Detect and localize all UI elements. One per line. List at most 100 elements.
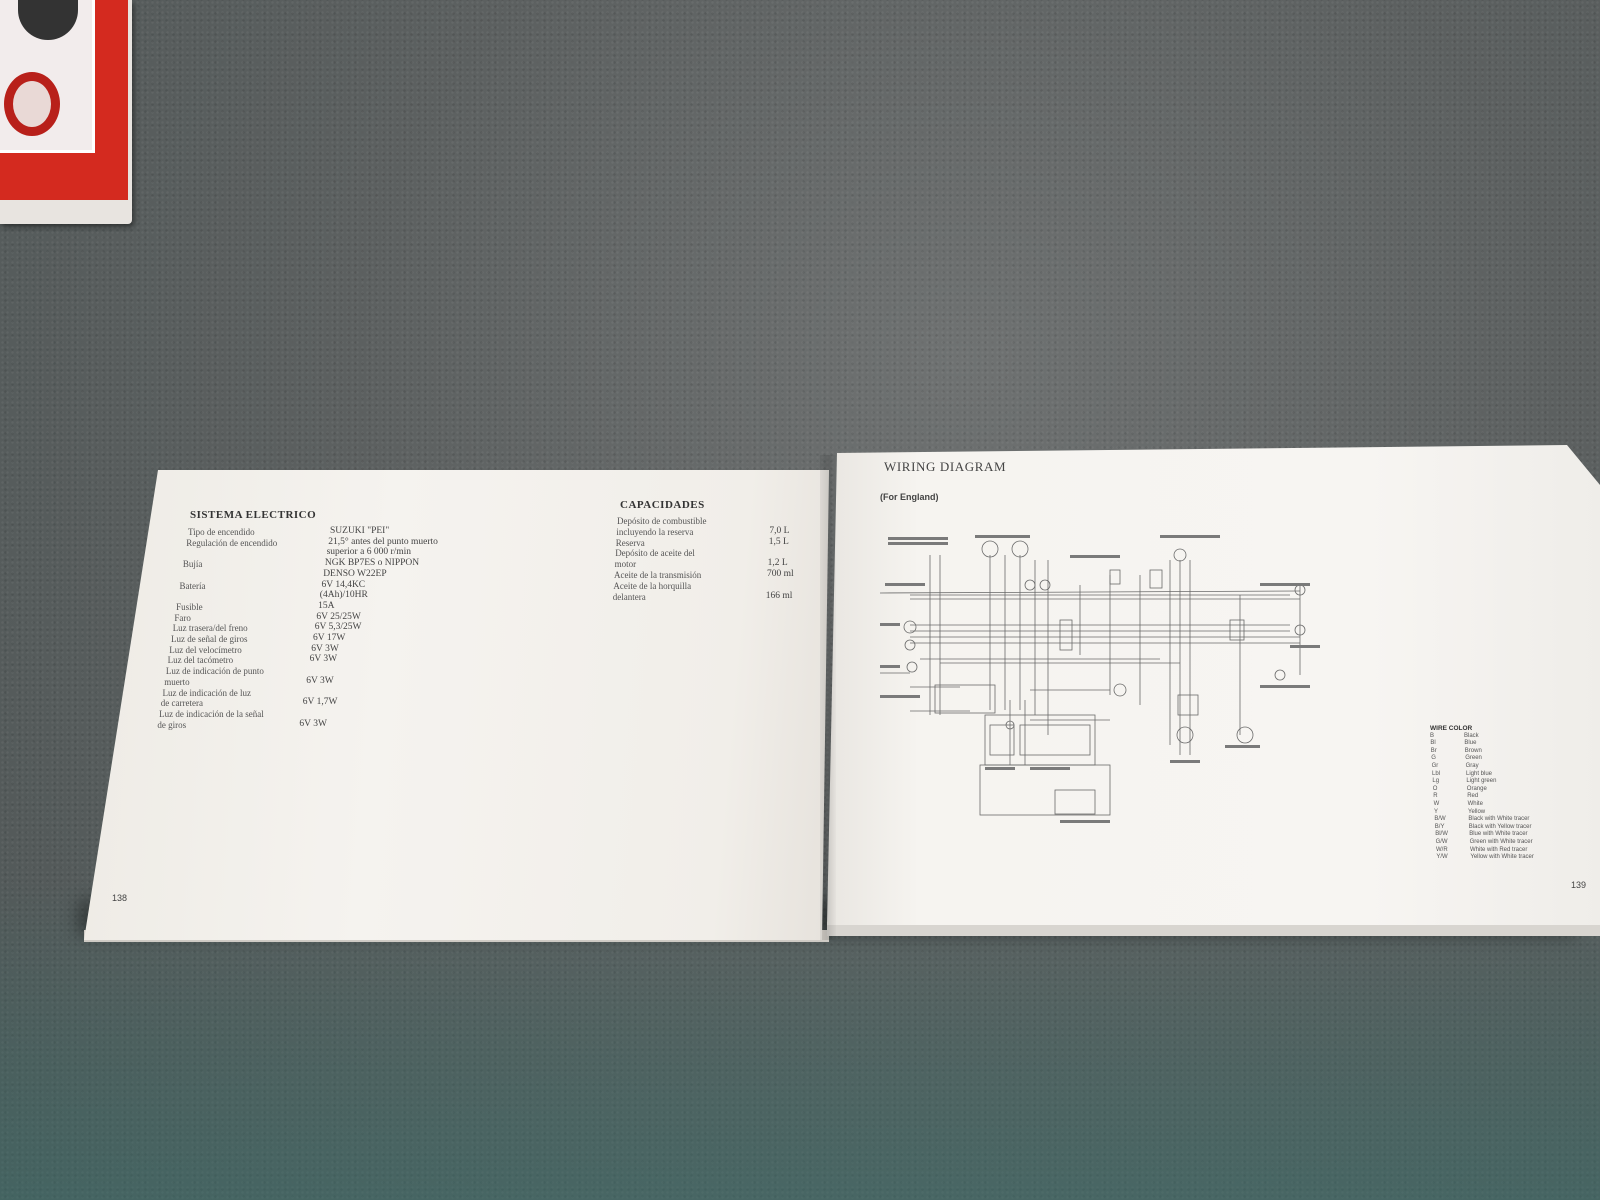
spec-value: 166 ml <box>765 590 793 601</box>
legend-color-name: Black <box>1464 732 1479 739</box>
spec-label: Fusible <box>176 601 203 612</box>
legend-row: W White <box>1434 801 1534 809</box>
spec-label: Depósito de combustible <box>617 516 707 526</box>
legend-row: W/R White with Red tracer <box>1436 847 1534 855</box>
spec-value: DENSO W22EP <box>323 568 387 579</box>
legend-row: B/Y Black with Yellow tracer <box>1435 824 1534 832</box>
spec-label: de giros <box>157 719 187 730</box>
spec-label: Bujía <box>182 559 203 570</box>
legend-code: Y/W <box>1436 854 1448 861</box>
legend-color-name: Gray <box>1465 762 1479 769</box>
legend-color-name: Black with White tracer <box>1468 816 1530 823</box>
legend-code: O <box>1432 785 1438 792</box>
legend-code: Gr <box>1431 762 1439 769</box>
magazine-cover <box>0 0 132 224</box>
legend-code: R <box>1433 793 1438 800</box>
legend-row: Bl/W Blue with White tracer <box>1435 831 1534 839</box>
legend-color-name: Black with Yellow tracer <box>1468 823 1532 830</box>
capacities-heading: CAPACIDADES <box>620 499 705 511</box>
legend-code: Lg <box>1432 778 1440 785</box>
legend-code: Bl/W <box>1435 831 1448 838</box>
legend-color-name: Light blue <box>1466 770 1493 777</box>
spec-label: muerto <box>164 676 190 687</box>
legend-row: B/W Black with White tracer <box>1434 816 1533 824</box>
spec-label: Regulación de encendido <box>186 537 278 548</box>
spec-label: Luz trasera/del freno <box>172 623 248 634</box>
spec-label: incluyendo la reserva <box>616 526 694 537</box>
left-page-number: 138 <box>112 893 128 903</box>
spec-value: 6V 17W <box>313 633 346 643</box>
electrical-heading: SISTEMA ELECTRICO <box>190 509 317 521</box>
legend-color-name: Blue with White tracer <box>1469 831 1528 838</box>
legend-code: B/Y <box>1434 823 1445 830</box>
spec-label: Faro <box>174 612 191 623</box>
legend-code: Lbl <box>1432 770 1441 777</box>
spec-label: Luz de indicación de la señal <box>159 708 264 719</box>
spec-value: 6V 5,3/25W <box>314 622 362 633</box>
left-page <box>84 470 829 940</box>
spec-value: 700 ml <box>767 569 794 579</box>
spec-label: Luz de indicación de punto <box>165 666 264 677</box>
spec-label: motor <box>614 559 637 570</box>
legend-color-name: Green <box>1465 755 1482 762</box>
legend-code: B/W <box>1434 816 1446 823</box>
spec-value: SUZUKI "PEI" <box>330 526 390 536</box>
book-gutter <box>820 455 836 940</box>
legend-color-name: White with Red tracer <box>1470 846 1528 853</box>
legend-row: Lbl Light blue <box>1432 771 1534 779</box>
legend-color-name: White <box>1467 800 1483 807</box>
legend-color-name: Green with White tracer <box>1469 838 1533 845</box>
legend-row: Lg Light green <box>1432 778 1533 786</box>
spec-label: Aceite de la horquilla <box>613 580 692 591</box>
spec-value: 15A <box>318 600 335 611</box>
spec-value: 6V 3W <box>299 718 327 729</box>
legend-code: W <box>1433 800 1440 807</box>
spec-value: 6V 3W <box>309 654 338 665</box>
legend-code: W/R <box>1436 846 1448 853</box>
spec-label: de carretera <box>160 698 204 709</box>
legend-row: O Orange <box>1433 786 1534 794</box>
spec-label: Depósito de aceite del <box>615 548 695 559</box>
spec-value: NGK BP7ES o NIPPON <box>324 558 420 569</box>
spec-value: 1,5 L <box>768 536 789 547</box>
legend-row: R Red <box>1433 793 1534 801</box>
legend-color-name: Red <box>1467 793 1479 800</box>
legend-row: Bl Blue <box>1430 740 1533 748</box>
right-page-number: 139 <box>1571 880 1587 890</box>
right-page-edge <box>827 922 1600 936</box>
spec-label: Reserva <box>615 537 645 548</box>
legend-color-name: Yellow with White tracer <box>1470 854 1534 861</box>
wiring-diagram-subtitle: (For England) <box>880 492 939 502</box>
legend-title: WIRE COLOR <box>1430 725 1473 732</box>
spec-label: Luz del velocímetro <box>169 644 242 655</box>
legend-row: G Green <box>1431 755 1534 763</box>
legend-color-name: Light green <box>1466 778 1497 785</box>
spec-value: 6V 14,4KC <box>321 579 366 590</box>
spec-value: 6V 1,7W <box>302 697 338 708</box>
spec-label: Tipo de encendido <box>188 527 255 537</box>
spec-value: 1,2 L <box>767 558 788 569</box>
legend-color-name: Orange <box>1466 785 1487 792</box>
spec-label: delantera <box>612 591 646 602</box>
legend-color-name: Brown <box>1464 747 1482 754</box>
legend-code: Bl <box>1430 740 1436 747</box>
spec-value: superior a 6 000 r/min <box>326 547 412 558</box>
spec-label: Aceite de la transmisión <box>614 570 702 580</box>
spec-value: 7,0 L <box>769 525 790 536</box>
legend-color-name: Blue <box>1464 740 1477 747</box>
legend-row: B Black <box>1430 733 1534 741</box>
legend-code: B <box>1430 732 1435 739</box>
legend-row: Y/W Yellow with White tracer <box>1436 854 1533 862</box>
spec-value: 6V 3W <box>306 675 334 686</box>
spec-value: (4Ah)/10HR <box>319 590 368 601</box>
legend-color-name: Yellow <box>1468 808 1486 815</box>
legend-row: Gr Gray <box>1432 763 1534 771</box>
legend-code: G <box>1431 755 1436 762</box>
spec-value: 6V 3W <box>311 643 339 654</box>
spec-label: Luz de indicación de luz <box>162 687 251 698</box>
spec-label: Batería <box>179 580 206 591</box>
